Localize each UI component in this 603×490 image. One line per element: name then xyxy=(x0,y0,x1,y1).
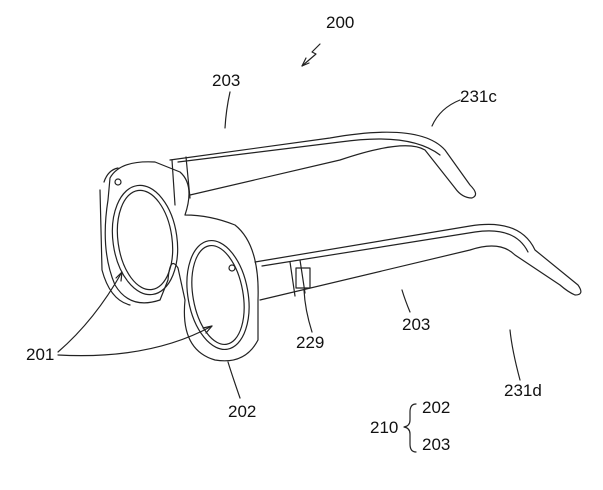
ref-arrow-200 xyxy=(301,43,321,67)
upper-temple xyxy=(169,131,477,206)
label-203-upper: 203 xyxy=(212,71,241,90)
front-frame xyxy=(99,161,259,362)
legend-item-202: 202 xyxy=(422,398,451,417)
legend-group-210: 210 xyxy=(370,418,399,437)
label-229: 229 xyxy=(296,333,325,352)
lower-temple xyxy=(254,223,582,301)
legend-item-203: 203 xyxy=(422,435,451,454)
label-202: 202 xyxy=(228,402,257,421)
hinge-229 xyxy=(295,267,311,289)
legend-brace xyxy=(403,403,417,453)
label-201: 201 xyxy=(26,345,55,364)
label-231c: 231c xyxy=(460,87,497,106)
left-lens xyxy=(111,184,179,296)
label-203-lower: 203 xyxy=(402,315,431,334)
label-231d: 231d xyxy=(504,381,542,400)
label-200: 200 xyxy=(326,13,355,32)
right-lens xyxy=(186,239,250,351)
